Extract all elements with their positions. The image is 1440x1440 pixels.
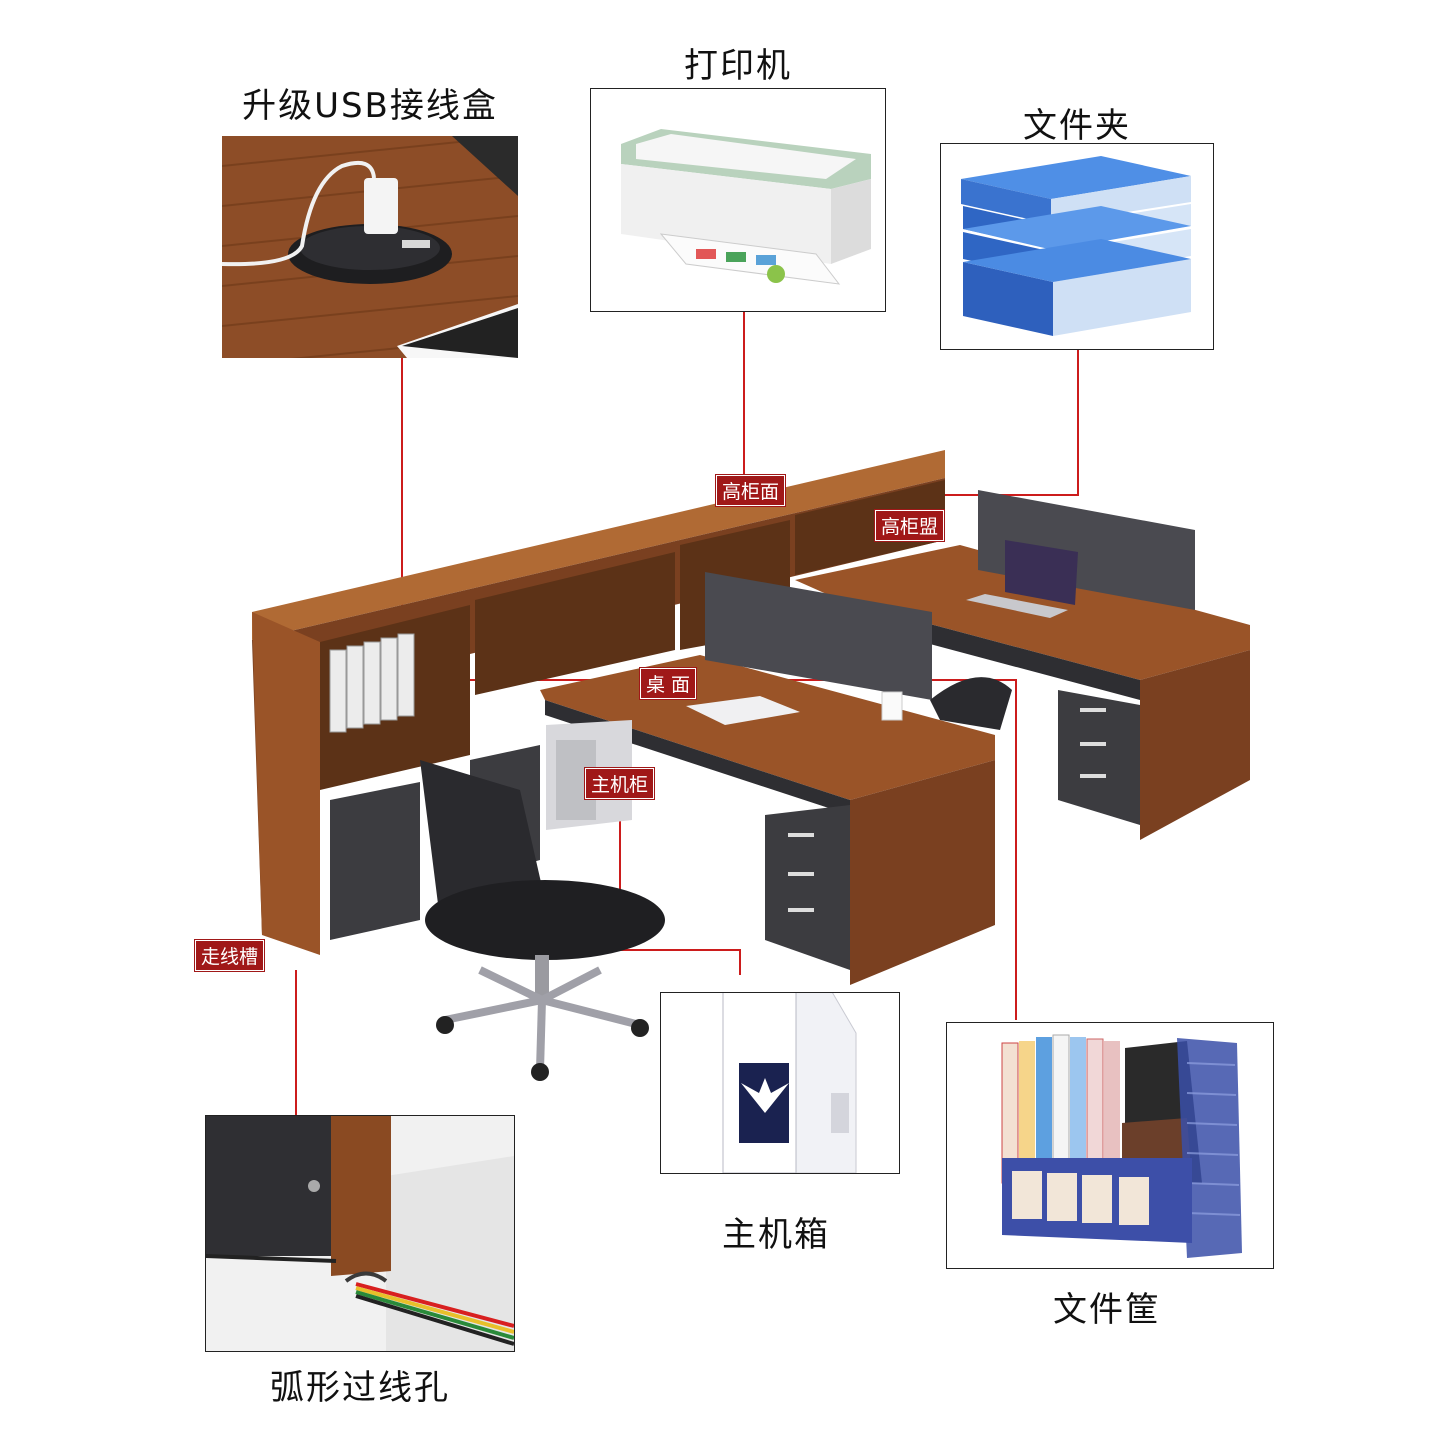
file-rack-panel-title: 文件筐	[1053, 1290, 1161, 1330]
cable-hole-icon	[206, 1116, 514, 1351]
usb-socket-icon	[222, 136, 518, 358]
cable-hole-panel	[205, 1115, 515, 1352]
tag-cabinet-back: 高柜盟	[875, 510, 945, 541]
usb-panel-title: 升级USB接线盒	[242, 86, 498, 126]
folder-panel-title: 文件夹	[1023, 106, 1131, 146]
tag-host-cabinet: 主机柜	[585, 768, 655, 799]
tag-desktop: 桌 面	[640, 668, 697, 699]
host-case-panel-title: 主机箱	[722, 1215, 830, 1255]
tag-cabinet-top: 高柜面	[716, 475, 786, 506]
printer-panel	[590, 88, 886, 312]
pc-case-icon	[722, 993, 857, 1173]
office-chair	[420, 677, 1012, 1081]
file-rack-icon	[1001, 1034, 1242, 1258]
folder-panel	[940, 143, 1214, 350]
file-rack-panel	[946, 1022, 1274, 1269]
printer-panel-title: 打印机	[684, 46, 792, 86]
printer-icon	[621, 129, 871, 285]
host-case-panel	[660, 992, 900, 1174]
tag-cable-trough: 走线槽	[195, 940, 265, 971]
cable-hole-panel-title: 弧形过线孔	[270, 1368, 450, 1408]
usb-panel	[222, 136, 518, 358]
binders	[329, 633, 415, 733]
folder-icon	[961, 156, 1191, 336]
